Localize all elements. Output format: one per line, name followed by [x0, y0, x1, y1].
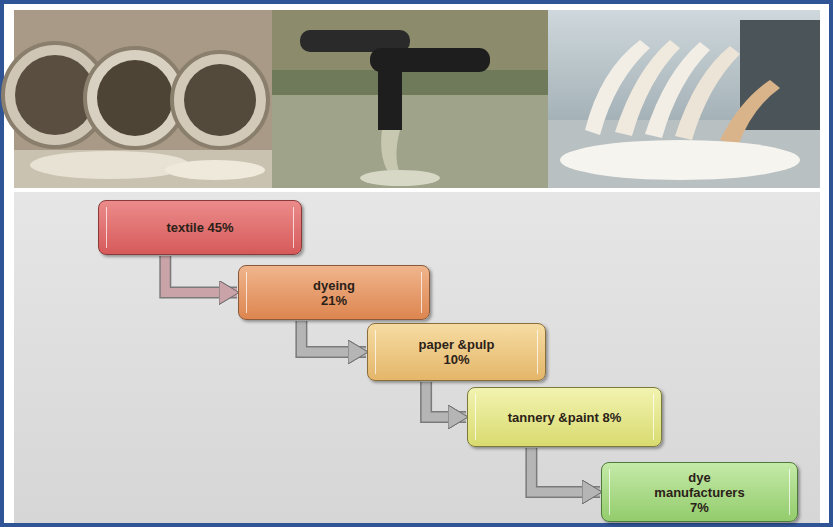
box-label: dye manufacturers 7% [650, 470, 750, 515]
process-box: dyeing 21% [238, 265, 430, 320]
box-label: textile 45% [166, 220, 233, 235]
elbow-arrow [301, 321, 366, 352]
process-box: paper &pulp 10% [367, 323, 546, 381]
photo-discharge [548, 10, 820, 188]
process-box: dye manufacturers 7% [601, 462, 798, 522]
photo-pipes [3, 10, 272, 188]
box-label: tannery &paint 8% [508, 410, 621, 425]
elbow-arrow [531, 448, 600, 492]
process-box: tannery &paint 8% [467, 387, 662, 447]
process-box: textile 45% [98, 200, 302, 255]
elbow-arrow [426, 382, 466, 417]
elbow-arrow [165, 256, 237, 293]
photo-outfall [272, 10, 548, 188]
box-label: dyeing 21% [299, 278, 369, 308]
box-label: paper &pulp 10% [407, 337, 507, 367]
